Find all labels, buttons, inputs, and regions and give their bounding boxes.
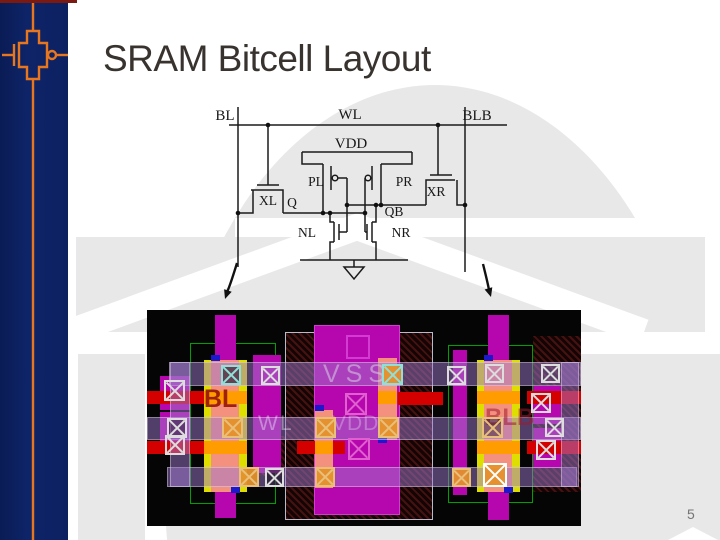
- layout-shape: [477, 441, 520, 454]
- schematic-label-vdd: VDD: [335, 136, 368, 152]
- layout-shape: [477, 391, 520, 404]
- contact-via: [261, 366, 280, 385]
- schematic-label-q: Q: [287, 195, 297, 210]
- schematic-label-xl: XL: [259, 193, 277, 208]
- schematic-label-xr: XR: [427, 184, 446, 199]
- contact-via: [378, 417, 399, 438]
- contact-via: [482, 417, 503, 438]
- layout-label-wl: WL: [258, 412, 294, 435]
- sram-schematic: BL WL BLB VDD PL PR XL XR Q QB NL NR: [215, 107, 507, 299]
- contact-via: [222, 417, 243, 438]
- layout-shape: [204, 391, 247, 404]
- junction-dots: [235, 122, 468, 216]
- layout-shape: [231, 487, 240, 493]
- layout-shape: [315, 405, 324, 411]
- contact-via: [531, 393, 551, 413]
- contact-via: [545, 418, 564, 437]
- layout-label-vdd: VDD: [332, 412, 380, 435]
- contact-via: [447, 366, 466, 385]
- page-number: 5: [687, 506, 695, 522]
- schematic-label-qb: QB: [385, 204, 404, 219]
- contact-via: [221, 365, 241, 385]
- gnd-rail: [167, 467, 577, 487]
- pediment-outline: [65, 213, 649, 345]
- sram-layout-image: VSS WL VDD BL BLB: [147, 310, 581, 526]
- layout-shape: [204, 441, 247, 454]
- sidebar: [0, 0, 68, 540]
- contact-via: [164, 380, 185, 401]
- schematic-label-nr: NR: [392, 225, 411, 240]
- schematic-label-blb: BLB: [462, 108, 491, 124]
- schematic-wires: [229, 107, 507, 281]
- slide-title: SRAM Bitcell Layout: [103, 38, 431, 79]
- small-pediment: [668, 527, 718, 540]
- layout-shape: [398, 392, 443, 405]
- layout-shape: [484, 355, 493, 361]
- contact-via: [239, 467, 259, 487]
- contact-via: [382, 364, 403, 385]
- layout-shape: [378, 437, 387, 443]
- contact-via: [315, 467, 335, 487]
- layout-shape: [315, 441, 333, 454]
- layout-label-vss: VSS: [323, 360, 392, 388]
- transistor-icon: [2, 0, 68, 540]
- arrow-heads: [224, 287, 493, 299]
- layout-shape: [504, 487, 513, 493]
- contact-via: [483, 463, 507, 487]
- schematic-label-wl: WL: [338, 107, 361, 123]
- contact-via: [345, 393, 367, 415]
- contact-via: [452, 468, 471, 487]
- contact-via: [348, 438, 370, 460]
- layout-label-bl: BL: [204, 385, 238, 413]
- contact-via: [346, 335, 370, 359]
- schematic-label-nl: NL: [298, 225, 316, 240]
- layout-shape: [378, 391, 397, 404]
- contact-via: [315, 417, 336, 438]
- contact-via: [541, 364, 560, 383]
- top-red-strip: [0, 0, 77, 3]
- contact-via: [165, 435, 185, 455]
- schematic-label-pl: PL: [308, 174, 324, 189]
- schematic-label-bl: BL: [215, 108, 234, 124]
- contact-via: [485, 364, 504, 383]
- schematic-label-pr: PR: [396, 174, 413, 189]
- contact-via: [265, 468, 284, 487]
- layout-shape: [211, 355, 220, 361]
- contact-via: [536, 440, 556, 460]
